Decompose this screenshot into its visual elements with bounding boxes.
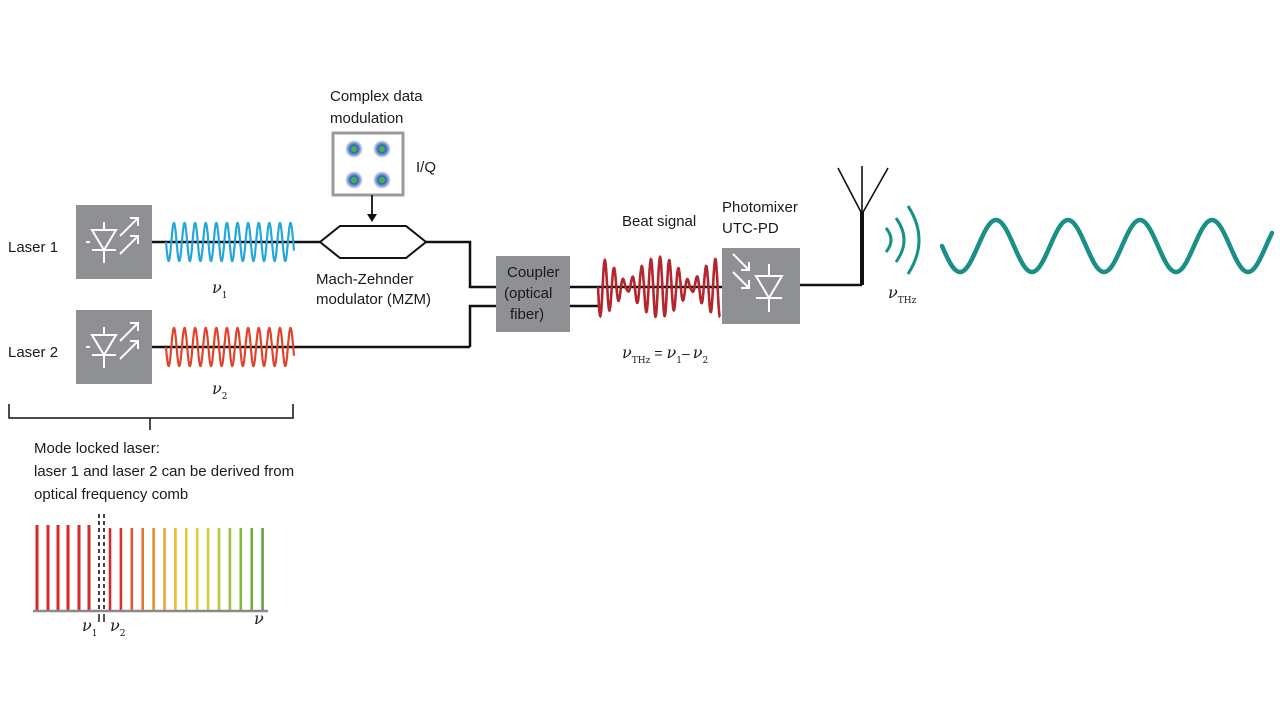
coupler-label-line3: fiber) [510, 306, 544, 323]
nu1-label: ν1 [212, 278, 227, 301]
frequency-comb [35, 525, 264, 611]
comb-nu2-label: ν2 [110, 616, 125, 639]
modulation-label: modulation [330, 110, 403, 127]
comb-nu1-label: ν1 [82, 616, 97, 639]
photomixer-label: Photomixer [722, 199, 798, 216]
photodiode-icon [732, 253, 784, 312]
nu-thz-equation: νTHz=ν1–ν2 [622, 343, 708, 366]
photomixer-box [722, 248, 800, 324]
utcpd-label: UTC-PD [722, 220, 779, 237]
laser1-label: Laser 1 [8, 239, 58, 256]
mzm-to-coupler-upper-line [426, 240, 496, 289]
laser2-optical-wave [164, 326, 296, 368]
laser2-to-coupler-line [468, 304, 496, 347]
radiation-waves-icon [884, 205, 921, 275]
nu-thz-label: νTHz [888, 283, 917, 306]
mode-locked-line1: Mode locked laser: [34, 440, 160, 457]
comb-tick-marks [98, 614, 105, 622]
laser-diode-icon [86, 217, 139, 263]
mode-locked-line3: optical frequency comb [34, 486, 188, 503]
mode-locked-line2: laser 1 and laser 2 can be derived from [34, 463, 294, 480]
iq-label: I/Q [416, 159, 436, 176]
beat-signal-label: Beat signal [622, 213, 696, 230]
mzm-modulator-shape [318, 225, 428, 259]
mode-locked-bracket [8, 404, 294, 430]
mzm-label-line1: Mach-Zehnder [316, 271, 414, 288]
iq-constellation-icon [331, 131, 405, 197]
coupler-box [496, 256, 570, 332]
laser2-box [76, 310, 152, 384]
mzm-label-line2: modulator (MZM) [316, 291, 431, 308]
coupler-label-line1: Coupler [507, 264, 560, 281]
modulation-arrow [367, 195, 377, 222]
signal-lines [152, 240, 862, 349]
laser1-optical-wave [164, 221, 296, 263]
thz-output-wave [939, 217, 1275, 275]
antenna-icon [837, 166, 889, 285]
coupler-label-line2: (optical [504, 285, 552, 302]
laser1-box [76, 205, 152, 279]
laser-diode-icon [86, 322, 139, 368]
comb-nu-label: ν [254, 609, 264, 628]
beat-signal-wave [596, 254, 722, 319]
laser2-label: Laser 2 [8, 344, 58, 361]
comb-markers [98, 514, 105, 612]
nu2-label: ν2 [212, 379, 227, 402]
complex-data-label: Complex data [330, 88, 423, 105]
